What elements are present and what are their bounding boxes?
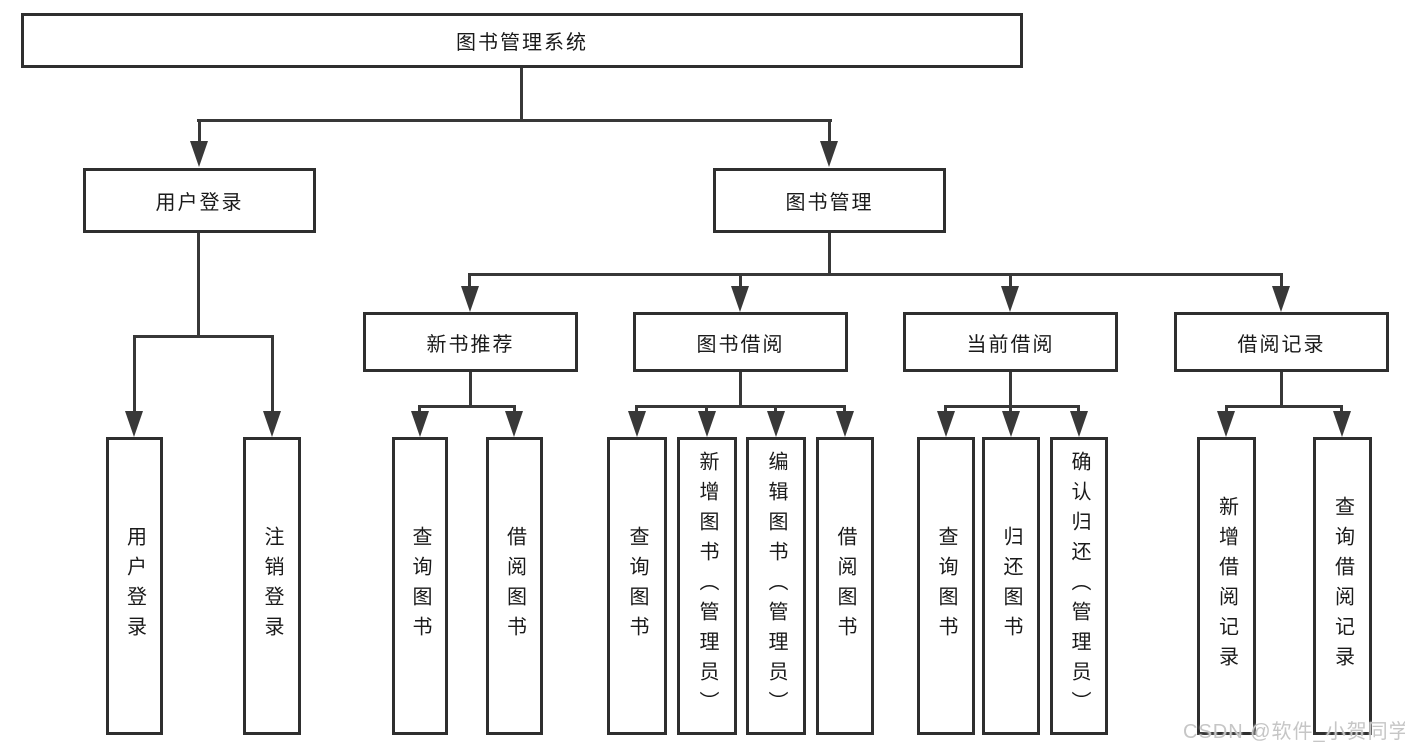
- leaf-bb-add-books-admin-label: 新增图书（管理员）: [696, 451, 718, 721]
- connector-user-login-hline: [133, 335, 274, 338]
- node-new-book-recommend: 新书推荐: [363, 312, 578, 372]
- connector-root-hline: [197, 119, 832, 122]
- node-user-login: 用户登录: [83, 168, 316, 233]
- leaf-nbr-borrow-books: 借阅图书: [486, 437, 543, 735]
- leaf-cb-query-books: 查询图书: [917, 437, 975, 735]
- connector-section-vline: [1009, 372, 1012, 405]
- leaf-bb-query-books-label: 查询图书: [626, 526, 648, 646]
- leaf-cb-confirm-return-admin-label: 确认归还（管理员）: [1068, 451, 1090, 721]
- connector-arrow-stem: [828, 119, 831, 141]
- connector-arrow-stem: [468, 273, 471, 286]
- connector-arrow-stem: [418, 405, 421, 411]
- leaf-logout-label: 注销登录: [261, 526, 283, 646]
- connector-arrow-stem: [271, 335, 274, 411]
- arrow-down-icon: [505, 411, 523, 437]
- node-root: 图书管理系统: [21, 13, 1023, 68]
- connector-section-hline: [419, 405, 516, 408]
- connector-arrow-stem: [1009, 273, 1012, 286]
- connector-arrow-stem: [1340, 405, 1343, 411]
- arrow-down-icon: [263, 411, 281, 437]
- leaf-br-add-borrow-record-label: 新增借阅记录: [1215, 496, 1238, 676]
- node-book-management: 图书管理: [713, 168, 946, 233]
- arrow-down-icon: [698, 411, 716, 437]
- leaf-logout: 注销登录: [243, 437, 301, 735]
- connector-root-vline: [520, 68, 523, 119]
- arrow-down-icon: [411, 411, 429, 437]
- arrow-down-icon: [190, 141, 208, 167]
- connector-arrow-stem: [843, 405, 846, 411]
- arrow-down-icon: [125, 411, 143, 437]
- leaf-br-query-borrow-record: 查询借阅记录: [1313, 437, 1372, 735]
- arrow-down-icon: [1070, 411, 1088, 437]
- connector-arrow-stem: [513, 405, 516, 411]
- connector-section-vline: [469, 372, 472, 405]
- node-borrow-records-label: 借阅记录: [1237, 333, 1326, 356]
- connector-arrow-stem: [705, 405, 708, 411]
- leaf-bb-add-books-admin: 新增图书（管理员）: [677, 437, 737, 735]
- node-book-borrow-label: 图书借阅: [696, 333, 785, 356]
- node-borrow-records: 借阅记录: [1174, 312, 1389, 372]
- connector-arrow-stem: [1077, 405, 1080, 411]
- arrow-down-icon: [1217, 411, 1235, 437]
- arrow-down-icon: [937, 411, 955, 437]
- node-book-borrow: 图书借阅: [633, 312, 848, 372]
- arrow-down-icon: [820, 141, 838, 167]
- arrow-down-icon: [767, 411, 785, 437]
- leaf-br-query-borrow-record-label: 查询借阅记录: [1331, 496, 1354, 676]
- leaf-bb-borrow-books-label: 借阅图书: [834, 526, 856, 646]
- arrow-down-icon: [731, 286, 749, 312]
- node-new-book-recommend-label: 新书推荐: [426, 333, 515, 356]
- connector-arrow-stem: [1280, 273, 1283, 286]
- csdn-watermark: CSDN @软件_小贺同学: [1183, 721, 1405, 743]
- connector-arrow-stem: [1009, 405, 1012, 411]
- node-user-login-label: 用户登录: [155, 192, 244, 214]
- leaf-bb-query-books: 查询图书: [607, 437, 667, 735]
- connector-arrow-stem: [635, 405, 638, 411]
- connector-arrow-stem: [133, 335, 136, 411]
- connector-book-mgmt-hline: [469, 273, 1283, 276]
- leaf-bb-edit-books-admin-label: 编辑图书（管理员）: [765, 451, 787, 721]
- leaf-cb-return-books-label: 归还图书: [1000, 526, 1022, 646]
- leaf-nbr-borrow-books-label: 借阅图书: [503, 526, 526, 646]
- leaf-nbr-query-books: 查询图书: [392, 437, 448, 735]
- node-book-management-label: 图书管理: [785, 192, 874, 214]
- arrow-down-icon: [628, 411, 646, 437]
- connector-arrow-stem: [944, 405, 947, 411]
- leaf-user-login: 用户登录: [106, 437, 163, 735]
- node-root-label: 图书管理系统: [456, 32, 588, 54]
- leaf-br-add-borrow-record: 新增借阅记录: [1197, 437, 1256, 735]
- arrow-down-icon: [1001, 286, 1019, 312]
- connector-section-hline: [636, 405, 846, 408]
- leaf-cb-confirm-return-admin: 确认归还（管理员）: [1050, 437, 1108, 735]
- connector-section-hline: [945, 405, 1080, 408]
- arrow-down-icon: [461, 286, 479, 312]
- arrow-down-icon: [1272, 286, 1290, 312]
- connector-user-login-vline: [197, 233, 200, 335]
- connector-section-vline: [1280, 372, 1283, 405]
- leaf-bb-borrow-books: 借阅图书: [816, 437, 874, 735]
- connector-arrow-stem: [1225, 405, 1228, 411]
- connector-section-vline: [739, 372, 742, 405]
- arrow-down-icon: [1002, 411, 1020, 437]
- node-current-borrow-label: 当前借阅: [966, 333, 1055, 356]
- connector-arrow-stem: [739, 273, 742, 286]
- connector-section-hline: [1225, 405, 1343, 408]
- leaf-user-login-label: 用户登录: [123, 526, 146, 646]
- arrow-down-icon: [1333, 411, 1351, 437]
- leaf-nbr-query-books-label: 查询图书: [409, 526, 431, 646]
- node-current-borrow: 当前借阅: [903, 312, 1118, 372]
- connector-arrow-stem: [198, 119, 201, 141]
- arrow-down-icon: [836, 411, 854, 437]
- connector-arrow-stem: [774, 405, 777, 411]
- leaf-cb-return-books: 归还图书: [982, 437, 1040, 735]
- connector-book-mgmt-vline: [828, 233, 831, 273]
- leaf-cb-query-books-label: 查询图书: [935, 526, 957, 646]
- leaf-bb-edit-books-admin: 编辑图书（管理员）: [746, 437, 806, 735]
